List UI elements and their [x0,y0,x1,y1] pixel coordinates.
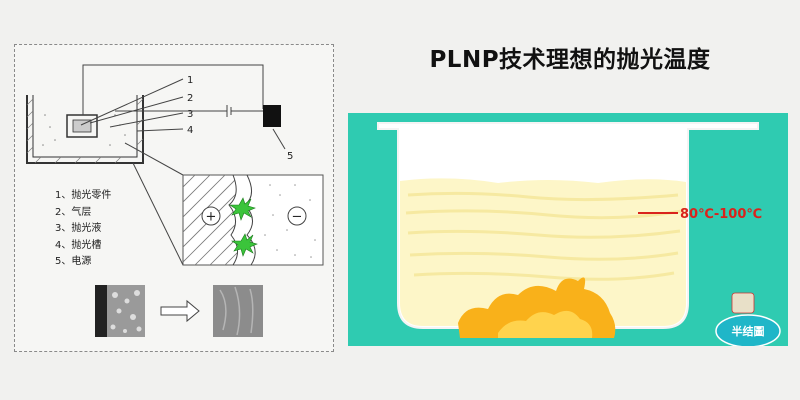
legend-item: 1、抛光零件 [55,188,111,205]
logo-text: 半结圖 [732,324,765,338]
temperature-label: 80℃-100℃ [680,207,762,222]
micrograph-before [95,285,145,337]
callout-5: 5 [287,151,293,162]
zoom-detail: + − [175,165,323,275]
callout-2: 2 [187,93,193,104]
brand-logo: 半结圖 [716,293,780,346]
anode-symbol: + [206,210,217,225]
legend-item: 4、抛光槽 [55,238,111,255]
arrow-right-icon [161,301,199,321]
tank-svg: 80℃-100℃ 半结圖 [348,113,788,346]
legend-item: 2、气层 [55,205,111,222]
legend-item: 3、抛光液 [55,221,111,238]
polishing-part [67,115,97,137]
legend: 1、抛光零件 2、气层 3、抛光液 4、抛光槽 5、电源 [55,188,111,271]
legend-item: 5、电源 [55,254,111,271]
callout-3: 3 [187,109,193,120]
power-supply [263,105,281,127]
micrograph-after [213,285,263,337]
cathode-symbol: − [292,210,303,225]
callout-1: 1 [187,75,193,86]
page-title: PLNP技术理想的抛光温度 [360,40,780,74]
callout-4: 4 [187,125,193,136]
tank-illustration: 80℃-100℃ 半结圖 [348,113,788,346]
schematic-diagram: 1 2 3 4 5 [14,44,334,352]
